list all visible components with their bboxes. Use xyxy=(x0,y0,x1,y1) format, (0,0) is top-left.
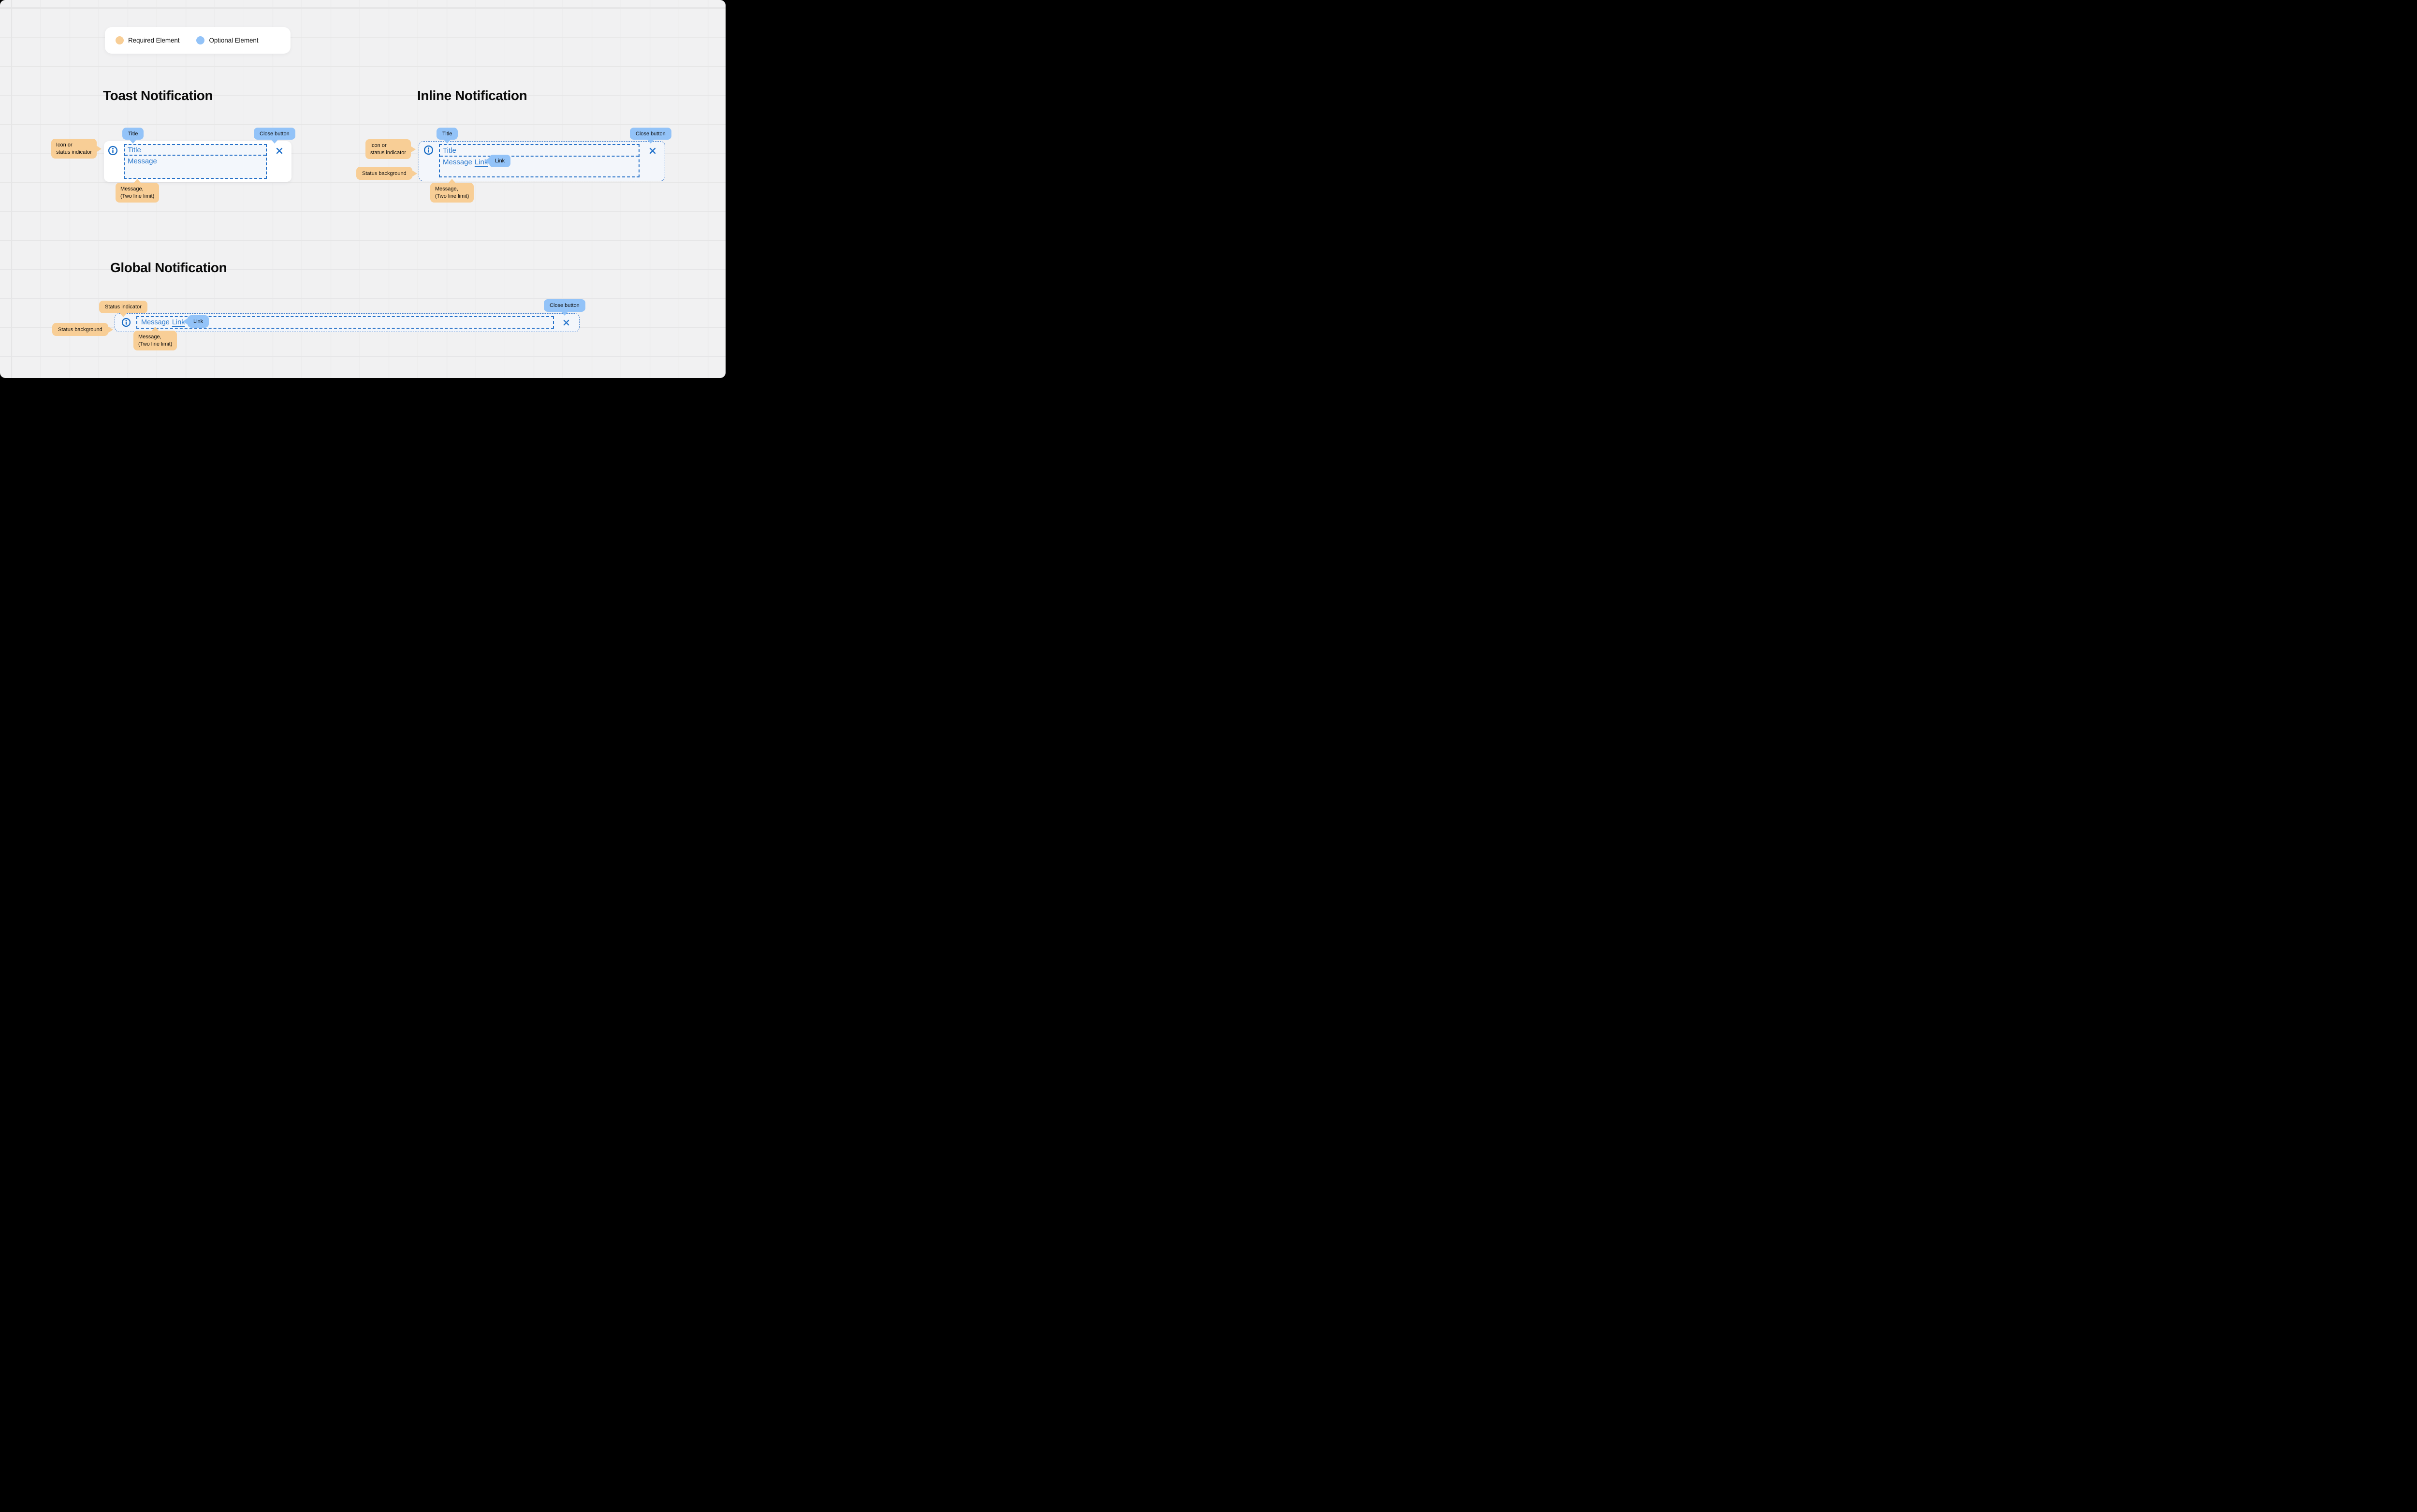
callout-toast-close: Close button xyxy=(254,128,295,144)
legend-card: Required Element Optional Element xyxy=(105,27,291,54)
callout-global-close: Close button xyxy=(544,299,585,316)
info-icon xyxy=(108,145,118,156)
pointer-down xyxy=(561,312,568,316)
pointer-down xyxy=(444,140,451,144)
callout-global-link: Link xyxy=(183,315,209,328)
callout-toast-message: Message, (Two line limit) xyxy=(116,179,160,203)
inline-title-text: Title xyxy=(443,146,456,155)
global-section-title: Global Notification xyxy=(110,260,227,275)
inline-message-text: Message xyxy=(443,158,472,166)
info-icon xyxy=(121,318,131,327)
inline-notification xyxy=(419,141,665,181)
message-link[interactable]: Link xyxy=(172,319,185,326)
global-content-area: Message Link xyxy=(136,316,554,329)
toast-section-title: Toast Notification xyxy=(103,88,213,103)
pointer-right xyxy=(411,170,417,177)
legend-optional-label: Optional Element xyxy=(209,37,259,44)
callout-global-status-background: Status background xyxy=(52,323,113,336)
pointer-right xyxy=(410,145,416,153)
pointer-down xyxy=(130,140,137,144)
inline-section-title: Inline Notification xyxy=(417,88,527,103)
toast-title-message-divider xyxy=(125,155,266,156)
design-canvas: Required Element Optional Element Toast … xyxy=(0,0,726,378)
optional-dot xyxy=(196,36,205,44)
inline-content-area: Title Message Link xyxy=(439,144,640,177)
toast-message-text: Message xyxy=(128,157,157,165)
legend-required-label: Required Element xyxy=(128,37,180,44)
callout-inline-message: Message, (Two line limit) xyxy=(430,179,474,203)
pointer-right xyxy=(96,145,102,152)
callout-global-message: Message, (Two line limit) xyxy=(133,327,177,350)
pointer-right xyxy=(107,326,113,333)
callout-global-status-indicator: Status indicator xyxy=(99,301,147,317)
pointer-up xyxy=(134,179,141,183)
callout-inline-link: Link xyxy=(484,155,511,167)
pointer-down xyxy=(119,313,127,317)
pointer-down xyxy=(271,140,278,144)
toast-title-text: Title xyxy=(128,145,141,154)
required-dot xyxy=(116,36,124,44)
pointer-up xyxy=(152,327,159,331)
close-icon[interactable] xyxy=(649,147,656,155)
pointer-down xyxy=(647,140,654,144)
toast-content-area: Title Message xyxy=(124,144,267,179)
inline-title-message-divider xyxy=(440,156,639,157)
pointer-left xyxy=(183,318,188,325)
global-message-text: Message xyxy=(141,319,170,326)
pointer-left xyxy=(484,158,490,164)
close-icon[interactable] xyxy=(276,147,283,155)
close-icon[interactable] xyxy=(563,319,570,326)
pointer-up xyxy=(449,179,456,183)
callout-inline-close: Close button xyxy=(630,128,671,144)
callout-toast-title: Title xyxy=(122,128,144,144)
callout-inline-status-background: Status background xyxy=(356,167,417,180)
info-icon xyxy=(423,145,434,155)
callout-inline-title: Title xyxy=(437,128,458,144)
callout-toast-icon: Icon or status indicator xyxy=(51,139,102,159)
inline-message-row: Message Link xyxy=(443,158,637,166)
callout-inline-icon: Icon or status indicator xyxy=(365,139,416,159)
